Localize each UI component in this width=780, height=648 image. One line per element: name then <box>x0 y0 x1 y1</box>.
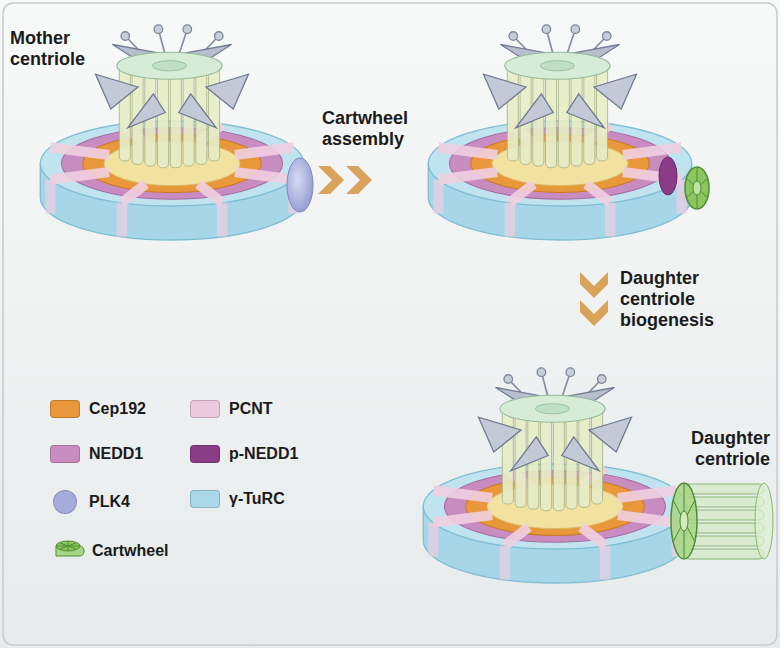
legend-label: γ-TuRC <box>229 490 285 508</box>
legend-item: Cep192 <box>50 400 146 418</box>
legend-label: p-NEDD1 <box>229 445 298 463</box>
stage-label: Daughter centriole biogenesis <box>620 268 738 331</box>
legend-swatch <box>190 490 220 508</box>
legend-swatch <box>53 490 77 514</box>
legend-swatch <box>50 445 80 463</box>
legend-label: NEDD1 <box>89 445 143 463</box>
stage-label: Daughter centriole <box>670 428 770 470</box>
legend-label: PCNT <box>229 400 273 418</box>
legend-item: Cartwheel <box>50 538 168 564</box>
legend-item: γ-TuRC <box>190 490 285 508</box>
legend-swatch <box>50 400 80 418</box>
legend-label: Cartwheel <box>92 542 168 560</box>
legend-label: Cep192 <box>89 400 146 418</box>
cartwheel-symbol <box>50 538 86 564</box>
legend-item: p-NEDD1 <box>190 445 298 463</box>
legend-swatch <box>190 400 220 418</box>
legend-item: NEDD1 <box>50 445 143 463</box>
legend-item: PCNT <box>190 400 273 418</box>
stage-label: Cartwheel assembly <box>322 108 430 150</box>
legend-label: PLK4 <box>89 493 130 511</box>
legend-swatch <box>190 445 220 463</box>
legend-item: PLK4 <box>50 490 130 514</box>
stage-label: Mother centriole <box>10 28 102 70</box>
